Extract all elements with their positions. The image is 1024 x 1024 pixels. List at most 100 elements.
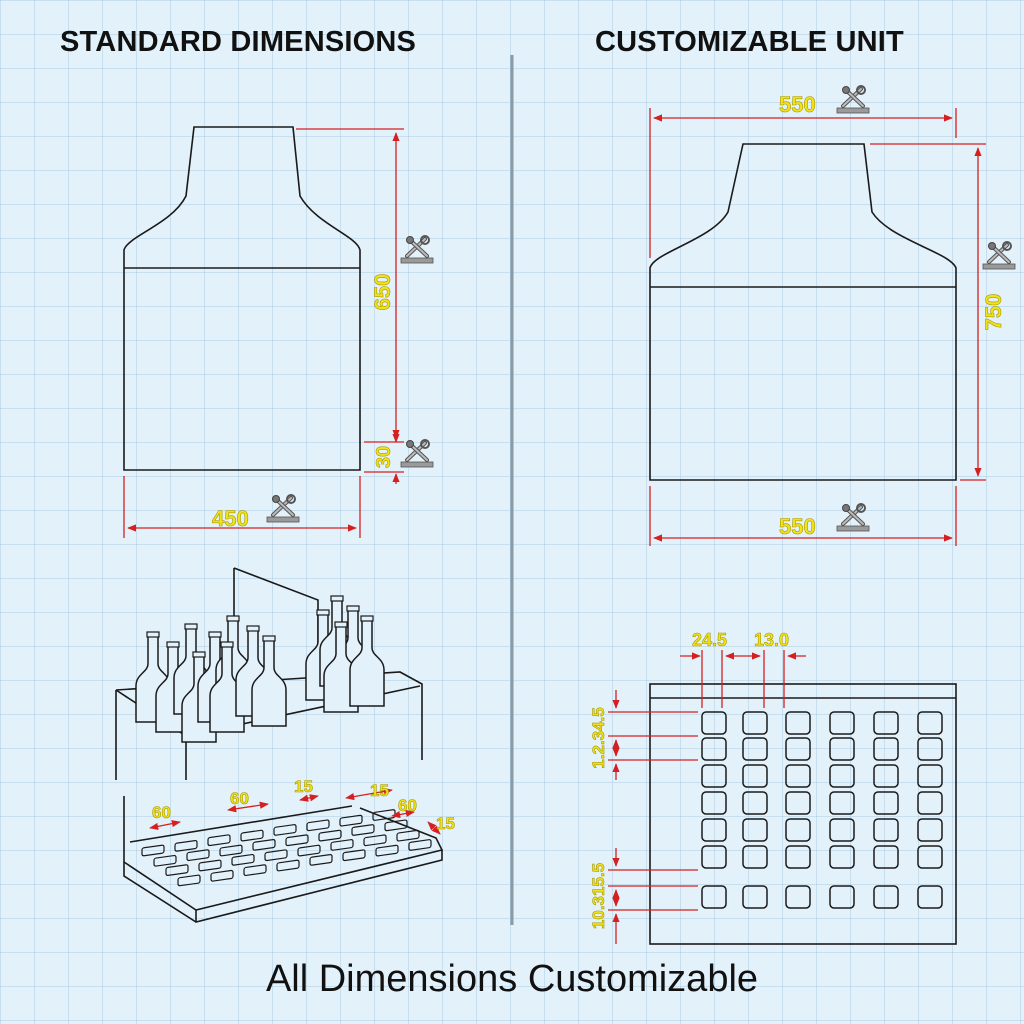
grid-cell xyxy=(785,764,811,788)
customizable-unit-title: CUSTOMIZABLE UNIT xyxy=(595,26,904,58)
tray-compartment xyxy=(243,864,267,877)
grid-cell xyxy=(917,845,943,869)
grid-cell xyxy=(701,737,727,761)
tray-compartment xyxy=(375,844,399,857)
grid-cell xyxy=(701,818,727,842)
tray-compartment xyxy=(210,869,234,882)
tray-compartment xyxy=(297,844,321,857)
height-label-750: 750 xyxy=(981,294,1006,331)
grid-cell xyxy=(701,791,727,815)
wine-bottles xyxy=(135,595,385,743)
tray-label-6: 15 xyxy=(436,814,455,833)
bottle-cap xyxy=(316,609,330,616)
width-label-550-top: 550 xyxy=(779,92,816,117)
tray-compartment xyxy=(198,859,222,872)
height-label-650: 650 xyxy=(370,274,395,311)
grid-cell xyxy=(785,711,811,735)
grid-cell xyxy=(701,711,727,735)
tray-compartment xyxy=(309,853,333,866)
grid-cell xyxy=(742,845,768,869)
grid-cell xyxy=(742,737,768,761)
grid-cell xyxy=(829,885,855,909)
footer-caption: All Dimensions Customizable xyxy=(265,958,759,1000)
bottle-cap xyxy=(192,651,206,658)
bottle-cap xyxy=(330,595,344,602)
grid-cell xyxy=(829,711,855,735)
grid-cell xyxy=(873,885,899,909)
grid-cell xyxy=(701,885,727,909)
bottle-cap xyxy=(166,641,180,648)
grid-cell xyxy=(873,845,899,869)
grid-cell xyxy=(742,711,768,735)
bottle-cap xyxy=(346,605,360,612)
tray-label-4: 15 xyxy=(370,781,389,800)
tray-compartment xyxy=(306,819,330,832)
grid-cell xyxy=(917,737,943,761)
tray-compartment xyxy=(174,839,198,852)
panel-side-label-top: 1.2.34.5 xyxy=(589,707,608,768)
tray-compartment xyxy=(207,834,231,847)
grid-cell xyxy=(829,845,855,869)
tray-compartment xyxy=(276,859,300,872)
bottle-cap xyxy=(184,623,198,630)
tray-compartment xyxy=(141,844,165,857)
tray-compartment xyxy=(264,849,288,862)
tray-compartment xyxy=(165,864,189,877)
tray-compartment xyxy=(240,829,264,842)
grid-cell xyxy=(917,885,943,909)
grid-cell xyxy=(742,764,768,788)
grid-cell xyxy=(742,885,768,909)
tray-dimension-lines xyxy=(149,787,441,835)
tray-label-3: 15 xyxy=(294,777,313,796)
bottle-cap xyxy=(262,635,276,642)
custom-unit-outline xyxy=(649,143,957,481)
bottle-cap xyxy=(208,631,222,638)
tray-label-2: 60 xyxy=(230,789,249,808)
grid-cell xyxy=(785,818,811,842)
tray-compartments xyxy=(141,809,432,887)
grid-cell xyxy=(701,845,727,869)
grid-cell xyxy=(873,818,899,842)
grid-cell xyxy=(742,791,768,815)
grid-cell xyxy=(873,737,899,761)
custom-dimension-lines xyxy=(649,108,986,546)
wine-bottle xyxy=(251,639,287,727)
bottle-cap xyxy=(226,615,240,622)
tray-compartment xyxy=(219,844,243,857)
bottle-cap xyxy=(220,641,234,648)
bottle-cap xyxy=(334,621,348,628)
tray-compartment xyxy=(339,814,363,827)
tray-compartment xyxy=(363,834,387,847)
wine-bottle xyxy=(349,619,385,707)
grid-cell xyxy=(873,764,899,788)
tray-compartment xyxy=(384,819,408,832)
grid-cell xyxy=(785,845,811,869)
grid-cell xyxy=(785,885,811,909)
grid-cell xyxy=(829,764,855,788)
bottle-cap xyxy=(246,625,260,632)
grid-cell xyxy=(873,711,899,735)
width-label-550-bottom: 550 xyxy=(779,514,816,539)
tray-compartment xyxy=(342,849,366,862)
grid-cell xyxy=(917,818,943,842)
grid-cell xyxy=(785,737,811,761)
grid-panel-outline xyxy=(649,683,957,945)
grid-cell xyxy=(742,818,768,842)
tray-compartment xyxy=(330,839,354,851)
grid-cell xyxy=(829,818,855,842)
grid-cell xyxy=(829,791,855,815)
standard-unit-outline xyxy=(123,126,361,471)
grid-cell xyxy=(785,791,811,815)
standard-dimension-lines xyxy=(123,128,404,538)
tray-compartment xyxy=(396,829,420,842)
tray-compartment xyxy=(351,824,375,836)
grid-cell xyxy=(917,764,943,788)
width-label-450: 450 xyxy=(212,506,249,531)
tray-compartment xyxy=(186,849,210,862)
grid-cell xyxy=(917,791,943,815)
tray-label-1: 60 xyxy=(152,803,171,822)
bottle-cap xyxy=(146,631,160,638)
tray-compartment xyxy=(318,829,342,842)
panel-label-24-5: 24.5 xyxy=(692,630,727,650)
